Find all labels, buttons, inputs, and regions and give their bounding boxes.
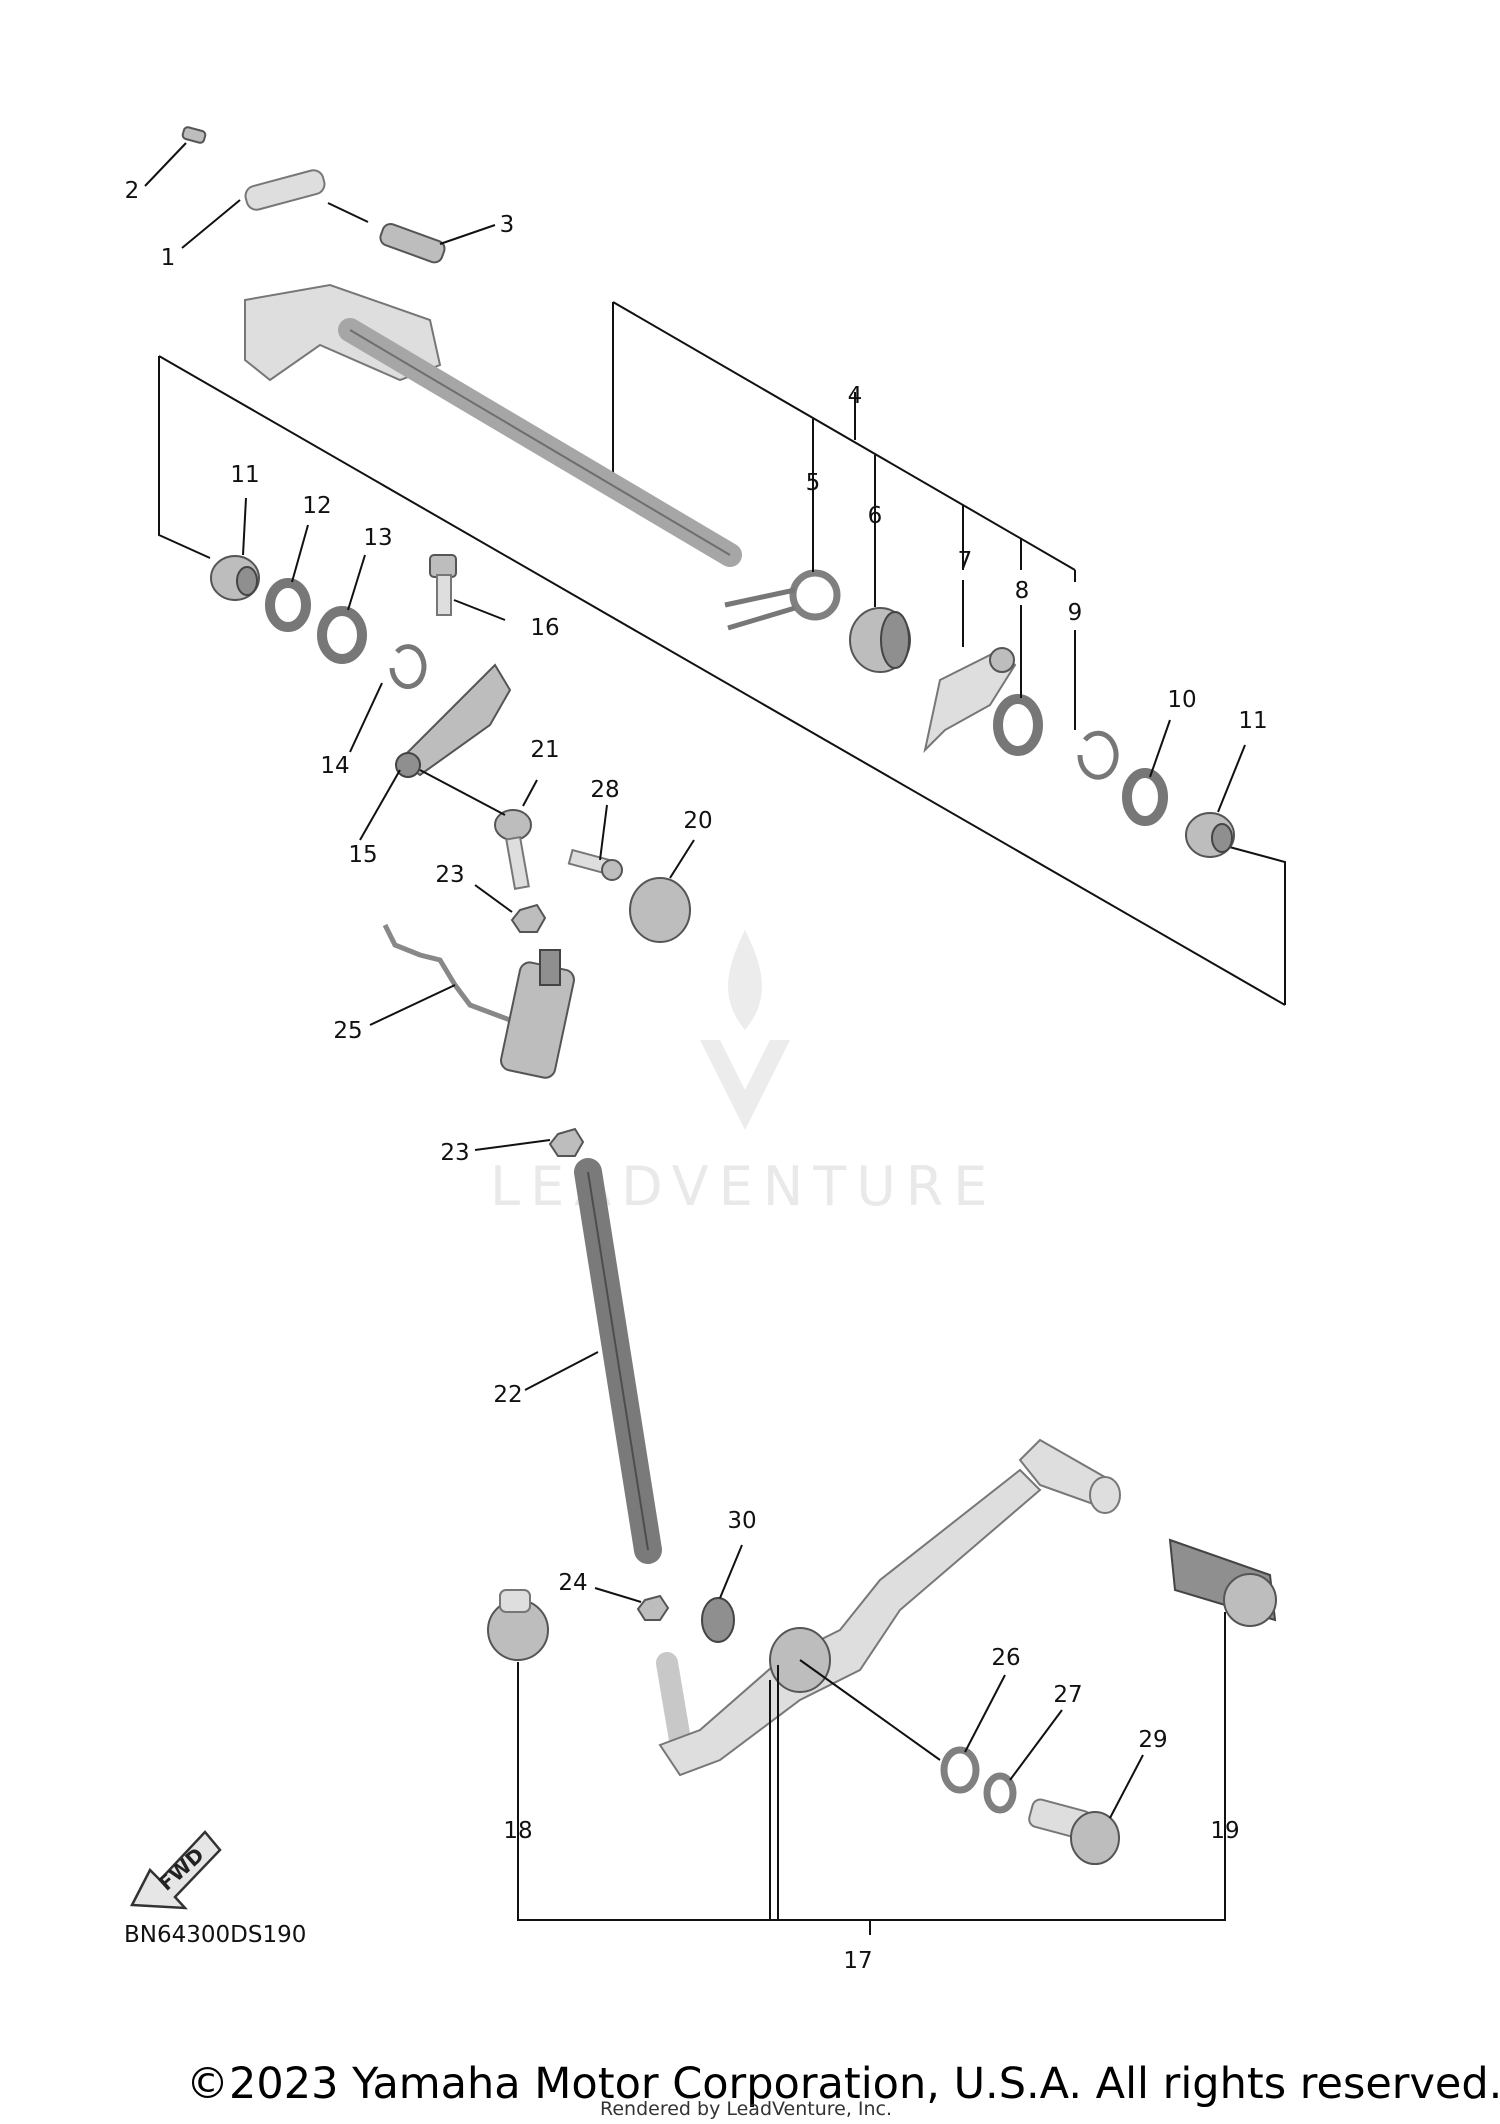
- callout-20: 20: [683, 808, 712, 834]
- part-16-bolt: [429, 554, 457, 616]
- part-30-washer: [701, 1597, 735, 1643]
- callout-19: 19: [1210, 1818, 1239, 1844]
- part-25-sensor: [382, 923, 575, 1079]
- callout-1: 1: [161, 245, 176, 271]
- part-10-washer: [1122, 768, 1168, 826]
- callout-labels: 1 2 3 4 5 6 7 8 9 10 11 11 12 13 14 16 1…: [125, 178, 1268, 1974]
- part-28-bolt: [567, 848, 623, 881]
- callout-16: 16: [530, 615, 559, 641]
- callout-11-right: 11: [1238, 708, 1267, 734]
- callout-23-upper: 23: [435, 862, 464, 888]
- part-shift-shaft: [244, 283, 742, 567]
- leader-lines: [144, 142, 1246, 1935]
- part-7-plate: [923, 647, 1017, 754]
- copyright-text: ©2023 Yamaha Motor Corporation, U.S.A. A…: [186, 2059, 1500, 2109]
- part-22-shift-rod: [574, 1158, 662, 1564]
- callout-5: 5: [806, 470, 821, 496]
- leadventure-watermark: LEADVENTURE: [490, 930, 997, 1218]
- callout-26: 26: [991, 1645, 1020, 1671]
- part-11-bearing-left: [210, 555, 260, 601]
- part-20-cap: [629, 877, 691, 943]
- part-2-bolt: [181, 126, 207, 144]
- part-26-washer: [940, 1746, 980, 1794]
- part-18-boss: [487, 1589, 549, 1661]
- part-23-nut-upper: [510, 903, 547, 933]
- callout-21: 21: [530, 737, 559, 763]
- part-14-circlip: [389, 644, 427, 690]
- fwd-arrow-icon: FWD: [130, 1830, 222, 1910]
- part-5-torsion-spring: [724, 569, 841, 631]
- callout-17: 17: [843, 1948, 872, 1974]
- callout-2: 2: [125, 178, 140, 204]
- callout-28: 28: [590, 777, 619, 803]
- part-13-washer: [317, 606, 367, 664]
- callout-6: 6: [868, 503, 883, 529]
- callout-29: 29: [1138, 1727, 1167, 1753]
- callout-13: 13: [363, 525, 392, 551]
- callout-27: 27: [1053, 1682, 1082, 1708]
- part-19-pedal-rubber: [1168, 1538, 1277, 1627]
- part-12-seal: [265, 578, 311, 632]
- callout-11-left: 11: [230, 462, 259, 488]
- rendered-by-text: Rendered by LeadVenture, Inc.: [600, 2098, 892, 2120]
- callout-22: 22: [493, 1382, 522, 1408]
- callout-3: 3: [500, 212, 515, 238]
- callout-8: 8: [1015, 578, 1030, 604]
- callout-18: 18: [503, 1818, 532, 1844]
- part-27-washer: [983, 1772, 1017, 1814]
- callout-4: 4: [848, 383, 863, 409]
- part-23-nut-lower: [548, 1127, 585, 1157]
- part-15-shift-arm: [395, 663, 512, 778]
- part-6-collar: [849, 607, 911, 673]
- callout-30: 30: [727, 1508, 756, 1534]
- part-11-bearing-right: [1185, 812, 1235, 858]
- part-3-pin: [379, 222, 446, 264]
- callout-14: 14: [320, 753, 349, 779]
- callout-25: 25: [333, 1018, 362, 1044]
- part-21-rod-end: [494, 809, 532, 890]
- part-8-washer: [993, 694, 1043, 756]
- callout-24: 24: [558, 1570, 587, 1596]
- part-1-spring: [244, 169, 326, 211]
- callout-15: 15: [348, 842, 377, 868]
- callout-9: 9: [1068, 600, 1083, 626]
- callout-10: 10: [1167, 687, 1196, 713]
- callout-12: 12: [302, 493, 331, 519]
- callout-7: 7: [958, 548, 973, 574]
- diagram-code: BN64300DS190: [124, 1922, 306, 1948]
- callout-23-lower: 23: [440, 1140, 469, 1166]
- part-29-bolt: [1028, 1798, 1120, 1865]
- watermark-text: LEADVENTURE: [490, 1155, 997, 1218]
- part-24-nut: [636, 1594, 670, 1621]
- part-17-shift-pedal: [656, 1438, 1121, 1777]
- part-9-circlip: [1077, 730, 1119, 780]
